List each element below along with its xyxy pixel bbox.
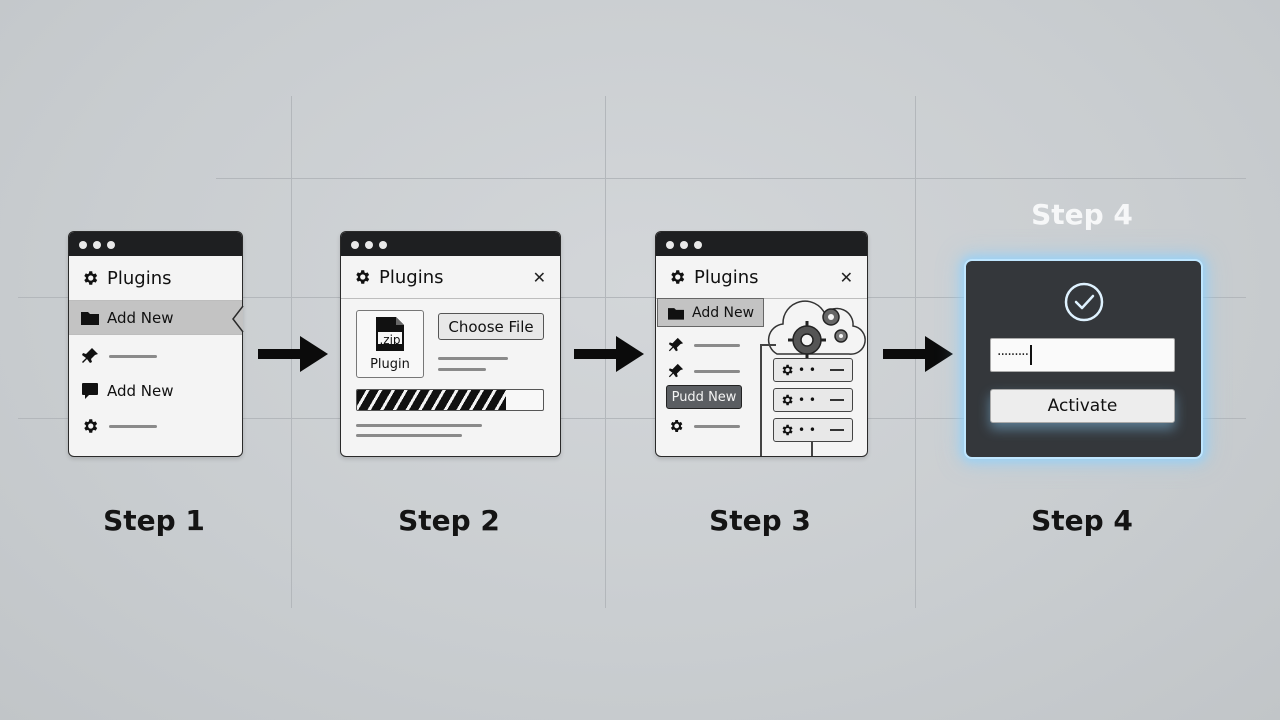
pointer-notch xyxy=(232,306,244,332)
server-icon: • • xyxy=(773,388,853,412)
close-icon[interactable]: ✕ xyxy=(839,267,853,287)
menu-item-plugin[interactable] xyxy=(656,335,867,355)
folder-icon xyxy=(81,310,99,325)
window-title: Plugins xyxy=(694,266,759,288)
cloud-gears-icon xyxy=(767,300,866,359)
menu-item-settings[interactable] xyxy=(656,416,867,436)
text-cursor xyxy=(1030,345,1032,365)
add-new-label: Add New xyxy=(692,304,755,321)
menu-item-add-new[interactable]: Add New xyxy=(69,301,242,334)
menu-item-plugin[interactable] xyxy=(656,361,867,381)
grid-line xyxy=(18,418,1246,419)
step-label: Step 4 xyxy=(1031,504,1133,537)
password-input[interactable]: ········· xyxy=(990,338,1175,372)
step-label: Step 2 xyxy=(398,504,500,537)
window-title: Plugins xyxy=(107,267,172,289)
pin-icon xyxy=(81,347,99,365)
activate-button[interactable]: Activate xyxy=(990,389,1175,423)
step-label: Step 3 xyxy=(709,504,811,537)
password-mask: ········· xyxy=(997,347,1029,363)
server-tree-line xyxy=(760,344,762,456)
choose-file-button[interactable]: Choose File xyxy=(438,313,544,340)
window-titlebar xyxy=(341,232,560,256)
step1-window: Plugins Add New Add New xyxy=(68,231,243,457)
server-tree-line xyxy=(811,432,813,456)
step-label: Step 1 xyxy=(103,504,205,537)
gear-icon xyxy=(81,417,99,435)
progress-fill xyxy=(357,390,506,410)
folder-icon xyxy=(668,306,684,320)
window-header: Plugins ✕ xyxy=(341,256,560,298)
check-circle-icon xyxy=(1064,282,1104,322)
close-icon[interactable]: ✕ xyxy=(532,267,546,287)
step2-window: Plugins ✕ .zip Plugin Choose File xyxy=(340,231,561,457)
window-titlebar xyxy=(656,232,867,256)
arrow-right-icon xyxy=(258,336,328,372)
menu-item-add-new-2[interactable]: Add New xyxy=(69,376,242,406)
activation-card: ········· Activate xyxy=(964,259,1203,459)
comment-icon xyxy=(81,382,99,400)
arrow-right-icon xyxy=(574,336,644,372)
file-label: Plugin xyxy=(370,357,410,372)
file-zip-icon xyxy=(376,317,404,351)
menu-item-settings[interactable] xyxy=(69,412,242,440)
window-header: Plugins ✕ xyxy=(656,256,867,298)
menu-item-label: Add New xyxy=(107,308,174,327)
window-titlebar xyxy=(69,232,242,256)
pudd-new-button[interactable]: Pudd New xyxy=(666,385,742,409)
server-tree-line xyxy=(760,344,776,346)
pin-icon xyxy=(668,363,684,379)
grid-line xyxy=(216,178,1246,179)
server-icon: • • xyxy=(773,358,853,382)
window-header: Plugins xyxy=(69,256,242,300)
upload-progress-bar xyxy=(356,389,544,411)
gear-icon xyxy=(353,268,371,286)
step3-window: Plugins ✕ Add New Pudd New xyxy=(655,231,868,457)
server-icon: • • xyxy=(773,418,853,442)
gear-icon xyxy=(668,418,684,434)
gear-icon xyxy=(81,269,99,287)
window-title: Plugins xyxy=(379,266,444,288)
grid-line xyxy=(18,297,1246,298)
step4-heading: Step 4 xyxy=(1031,198,1133,231)
arrow-right-icon xyxy=(883,336,953,372)
gear-icon xyxy=(668,268,686,286)
pin-icon xyxy=(668,337,684,353)
file-zip-card: .zip Plugin xyxy=(356,310,424,378)
file-ext: .zip xyxy=(379,333,401,347)
menu-item-plugin-placeholder[interactable] xyxy=(69,342,242,370)
add-new-button[interactable]: Add New xyxy=(657,298,764,327)
menu-item-label: Add New xyxy=(107,382,174,400)
